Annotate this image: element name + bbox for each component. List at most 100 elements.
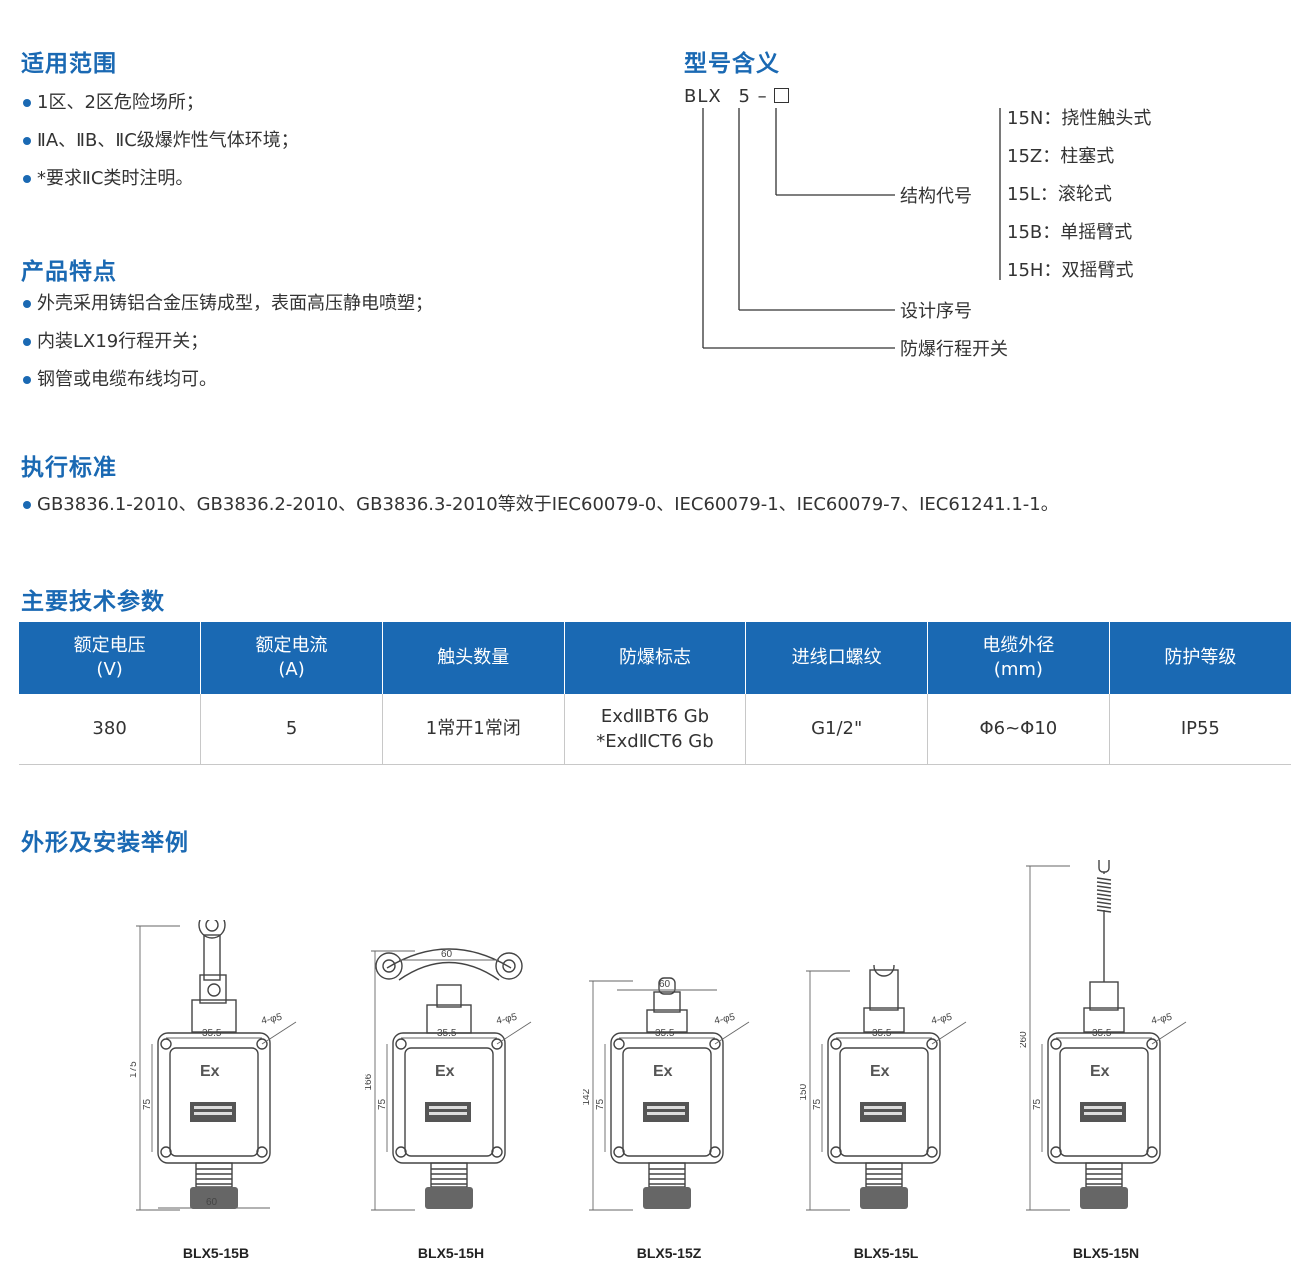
table-header-row: 额定电压(V) 额定电流(A) 触头数量 防爆标志 进线口螺纹 电缆外径(mm)… bbox=[19, 622, 1291, 694]
cell-contacts: 1常开1常闭 bbox=[382, 694, 565, 765]
mounting-hole bbox=[926, 1038, 938, 1050]
ex-mark: Ex bbox=[653, 1063, 673, 1080]
mounting-hole bbox=[926, 1146, 938, 1158]
height-dim: 142 bbox=[583, 1088, 592, 1105]
enclosure-flange bbox=[1047, 1032, 1161, 1164]
hole-spec-dim: 4-φ5 bbox=[260, 1012, 283, 1027]
mounting-hole bbox=[613, 1146, 625, 1158]
ex-mark: Ex bbox=[870, 1063, 890, 1080]
design-serial-label: 设计序号 bbox=[900, 301, 972, 322]
dimension-lines bbox=[371, 950, 532, 1211]
header-protection: 防护等级 bbox=[1109, 622, 1291, 694]
width-dim: 60 bbox=[441, 949, 453, 960]
standards-title: 执行标准 bbox=[21, 455, 117, 481]
hole-spec-dim: 4-φ5 bbox=[1150, 1012, 1173, 1027]
cell-cable: Φ6~Φ10 bbox=[927, 694, 1110, 765]
ex-mark: Ex bbox=[200, 1063, 220, 1080]
enclosure-cover bbox=[839, 1047, 929, 1157]
enclosure-cover bbox=[169, 1047, 259, 1157]
list-item: *要求ⅡC类时注明。 bbox=[21, 160, 299, 198]
table-row: 380 5 1常开1常闭 ExdⅡBT6 Gb*ExdⅡCT6 Gb G1/2"… bbox=[19, 694, 1291, 765]
diagram-caption: BLX5-15H bbox=[417, 1245, 485, 1261]
hole-spacing-dim: 35.5 bbox=[655, 1028, 675, 1039]
mounting-hole bbox=[395, 1146, 407, 1158]
mounting-hole bbox=[709, 1038, 721, 1050]
enclosure-cover bbox=[404, 1047, 494, 1157]
body-height-dim: 75 bbox=[142, 1098, 153, 1110]
list-item: 15L：滚轮式 bbox=[1007, 184, 1112, 205]
list-item: 15H：双摇臂式 bbox=[1007, 260, 1134, 281]
enclosure-cover bbox=[622, 1047, 712, 1157]
mounting-hole bbox=[491, 1146, 503, 1158]
dimension-lines bbox=[806, 970, 967, 1211]
dimension-lines bbox=[1026, 865, 1187, 1211]
enclosure-flange bbox=[610, 1032, 724, 1164]
list-item: 15B：单摇臂式 bbox=[1007, 222, 1133, 243]
structure-code-label: 结构代号 bbox=[900, 186, 972, 207]
height-dim: 260 bbox=[1020, 1031, 1029, 1048]
mounting-hole bbox=[613, 1038, 625, 1050]
enclosure-cover bbox=[1059, 1047, 1149, 1157]
header-cable: 电缆外径(mm) bbox=[927, 622, 1110, 694]
model-code-digit: 5 bbox=[738, 86, 751, 107]
gland-nut bbox=[643, 1187, 691, 1209]
list-item: 15N：挠性触头式 bbox=[1007, 108, 1152, 129]
structure-code-list: 15N：挠性触头式 15Z：柱塞式 15L：滚轮式 15B：单摇臂式 15H：双… bbox=[1007, 100, 1151, 290]
height-dim: 150 bbox=[800, 1083, 809, 1100]
tech-params-table: 额定电压(V) 额定电流(A) 触头数量 防爆标志 进线口螺纹 电缆外径(mm)… bbox=[19, 622, 1291, 765]
scope-title: 适用范围 bbox=[21, 51, 117, 77]
mounting-hole bbox=[1050, 1146, 1062, 1158]
actuator bbox=[191, 920, 237, 1033]
header-current: 额定电流(A) bbox=[200, 622, 383, 694]
enclosure-flange bbox=[827, 1032, 941, 1164]
body-height-dim: 75 bbox=[377, 1098, 388, 1110]
model-title: 型号含义 bbox=[684, 51, 780, 77]
enclosure-flange bbox=[392, 1032, 506, 1164]
list-item: 15Z：柱塞式 bbox=[1007, 146, 1115, 167]
height-dim: 175 bbox=[130, 1061, 139, 1078]
actuator bbox=[1083, 860, 1125, 1033]
hole-spacing-dim: 35.5 bbox=[202, 1028, 222, 1039]
mounting-hole bbox=[830, 1038, 842, 1050]
diagram-caption: BLX5-15Z bbox=[636, 1245, 702, 1261]
hole-spacing-dim: 35.5 bbox=[872, 1028, 892, 1039]
list-item: 外壳采用铸铝合金压铸成型，表面高压静电喷塑； bbox=[21, 285, 433, 323]
features-list: 外壳采用铸铝合金压铸成型，表面高压静电喷塑； 内装LX19行程开关； 钢管或电缆… bbox=[21, 285, 433, 399]
actuator bbox=[646, 977, 688, 1033]
install-title: 外形及安装举例 bbox=[21, 830, 189, 856]
hole-spec-dim: 4-φ5 bbox=[713, 1012, 736, 1027]
list-item: 1区、2区危险场所； bbox=[21, 84, 299, 122]
hole-spacing-dim: 35.5 bbox=[1092, 1028, 1112, 1039]
model-code-dash: – bbox=[757, 86, 768, 107]
mounting-hole bbox=[395, 1038, 407, 1050]
header-voltage: 额定电压(V) bbox=[19, 622, 202, 694]
dimension-lines bbox=[589, 980, 750, 1211]
model-connector-lines bbox=[702, 108, 1001, 349]
mounting-hole bbox=[830, 1146, 842, 1158]
cell-ex-mark: ExdⅡBT6 Gb*ExdⅡCT6 Gb bbox=[564, 694, 747, 765]
mounting-hole bbox=[256, 1146, 268, 1158]
header-ex-mark: 防爆标志 bbox=[564, 622, 747, 694]
scope-list: 1区、2区危险场所； ⅡA、ⅡB、ⅡC级爆炸性气体环境； *要求ⅡC类时注明。 bbox=[21, 84, 299, 198]
mounting-hole bbox=[1146, 1038, 1158, 1050]
gland-nut bbox=[425, 1187, 473, 1209]
cell-current: 5 bbox=[200, 694, 383, 765]
mounting-hole bbox=[160, 1038, 172, 1050]
list-item: 内装LX19行程开关； bbox=[21, 323, 433, 361]
gland-nut bbox=[190, 1187, 238, 1209]
features-title: 产品特点 bbox=[21, 259, 117, 285]
dimension-lines bbox=[136, 925, 297, 1211]
actuator bbox=[863, 965, 905, 1033]
ex-mark: Ex bbox=[1090, 1063, 1110, 1080]
header-thread: 进线口螺纹 bbox=[745, 622, 929, 694]
hole-spec-dim: 4-φ5 bbox=[495, 1012, 518, 1027]
ex-mark: Ex bbox=[435, 1063, 455, 1080]
cell-voltage: 380 bbox=[19, 694, 202, 765]
width-dim: 60 bbox=[659, 979, 671, 990]
diagram-caption: BLX5-15N bbox=[1072, 1245, 1140, 1261]
diagram-caption: BLX5-15B bbox=[182, 1245, 250, 1261]
